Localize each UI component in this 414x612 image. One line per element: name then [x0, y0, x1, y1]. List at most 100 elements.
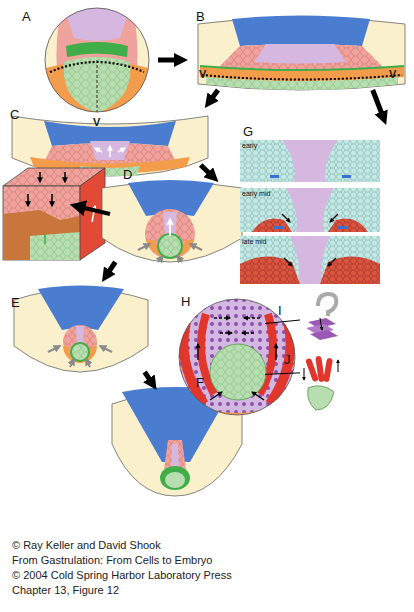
- embryo-a: [40, 5, 160, 115]
- credit-line: Chapter 13, Figure 12: [12, 584, 119, 596]
- ventral-mark: V: [93, 116, 100, 128]
- cell-sketch-j: [304, 368, 305, 380]
- embryo-f: [165, 472, 185, 488]
- embryo-e: [100, 346, 112, 352]
- credit-line: © Ray Keller and David Shook: [12, 539, 161, 551]
- cell-sketch-j: [315, 356, 325, 383]
- embryo-b: [200, 66, 404, 81]
- flow-arrow: [106, 262, 115, 275]
- stage-label: early: [242, 142, 257, 149]
- stage-label: early mid: [242, 190, 270, 197]
- tissue-block: [51, 194, 53, 206]
- embryo-f: [160, 466, 190, 490]
- panel: I: [300, 290, 350, 345]
- panel-letter: G: [243, 125, 253, 138]
- panel: D: [105, 182, 245, 262]
- cell-sketch-j: [338, 360, 339, 372]
- embryo-e: [71, 343, 89, 361]
- tissue-section: [274, 226, 283, 229]
- tissue-block: [3, 186, 80, 260]
- embryo-d: [169, 219, 171, 236]
- tissue-section: [330, 214, 338, 222]
- embryo-e: [38, 286, 124, 331]
- tissue-section: [282, 140, 338, 182]
- tissue-block: [30, 232, 80, 260]
- embryo-c: [12, 116, 208, 176]
- embryo-b: [232, 16, 370, 47]
- credit-line: From Gastrulation: From Cells to Embryo: [12, 554, 213, 566]
- tissue-section: [240, 256, 300, 284]
- tissue-section: [252, 219, 292, 233]
- tissue-section: [240, 140, 380, 182]
- embryo-h: [179, 299, 295, 415]
- credit-line: © 2004 Cold Spring Harbor Laboratory Pre…: [12, 569, 232, 581]
- tissue-section: [240, 188, 380, 232]
- flow-arrow: [210, 90, 218, 102]
- embryo-d: [190, 244, 202, 250]
- embryo-e: [76, 326, 84, 344]
- embryo-d: [76, 180, 242, 262]
- panel: Gearlyearly midlate mid: [235, 125, 400, 290]
- embryo-h: [220, 332, 232, 333]
- cell-sketch-i: [306, 294, 338, 340]
- panel: C: [5, 108, 215, 165]
- stage-panel: early mid: [240, 188, 380, 232]
- panel-letter: J: [284, 353, 291, 366]
- panel-letter: A: [22, 10, 31, 23]
- panel-letter: E: [11, 296, 20, 309]
- leader-line: [265, 320, 300, 324]
- panel: B: [188, 8, 410, 90]
- flow-arrow: [201, 165, 213, 176]
- tissue-section: [282, 214, 290, 222]
- stage-panel: early: [240, 140, 380, 182]
- embryo-d: [76, 206, 110, 214]
- embryo-a: [130, 5, 154, 115]
- tissue-block: [64, 172, 66, 182]
- panel-letter: I: [278, 304, 282, 317]
- tissue-block: [3, 168, 105, 260]
- tissue-section: [328, 258, 336, 266]
- embryo-h: [179, 299, 295, 420]
- embryo-c: [90, 141, 130, 160]
- embryo-h: [252, 392, 264, 400]
- embryo-a: [45, 8, 149, 112]
- tissue-block: [80, 168, 105, 260]
- cell-sketch-j: [304, 356, 338, 410]
- panel-letter: F: [196, 376, 204, 389]
- embryo-e: [70, 359, 74, 367]
- cell-sketch-i: [318, 294, 336, 316]
- cell-sketch-j: [308, 386, 334, 410]
- embryo-b: [254, 44, 346, 64]
- embryo-c: [12, 116, 208, 176]
- embryo-b: [198, 16, 405, 91]
- panel: J: [300, 350, 350, 415]
- embryo-d: [158, 256, 163, 262]
- panel-letter: D: [123, 168, 132, 181]
- embryo-e: [14, 286, 148, 373]
- embryo-b: [200, 66, 404, 70]
- tissue-block: [39, 172, 41, 182]
- embryo-c: [118, 148, 125, 152]
- embryo-f: [171, 444, 179, 468]
- tissue-section: [240, 140, 380, 284]
- panel-letter: H: [181, 295, 190, 308]
- embryo-a: [64, 8, 130, 41]
- cell-sketch-j: [323, 358, 333, 383]
- embryo-h: [179, 299, 295, 415]
- embryo-h: [210, 392, 222, 400]
- embryo-a: [66, 42, 128, 57]
- panel: H: [175, 295, 265, 420]
- embryo-a: [40, 5, 64, 115]
- tissue-block: [27, 194, 29, 206]
- embryo-b: [202, 75, 402, 80]
- embryo-h: [242, 332, 254, 333]
- embryo-e: [48, 346, 60, 352]
- embryo-c: [95, 148, 102, 152]
- embryo-a: [97, 60, 98, 112]
- tissue-block: [3, 210, 80, 260]
- flow-arrow: [158, 58, 180, 63]
- panel-letter: C: [10, 108, 19, 121]
